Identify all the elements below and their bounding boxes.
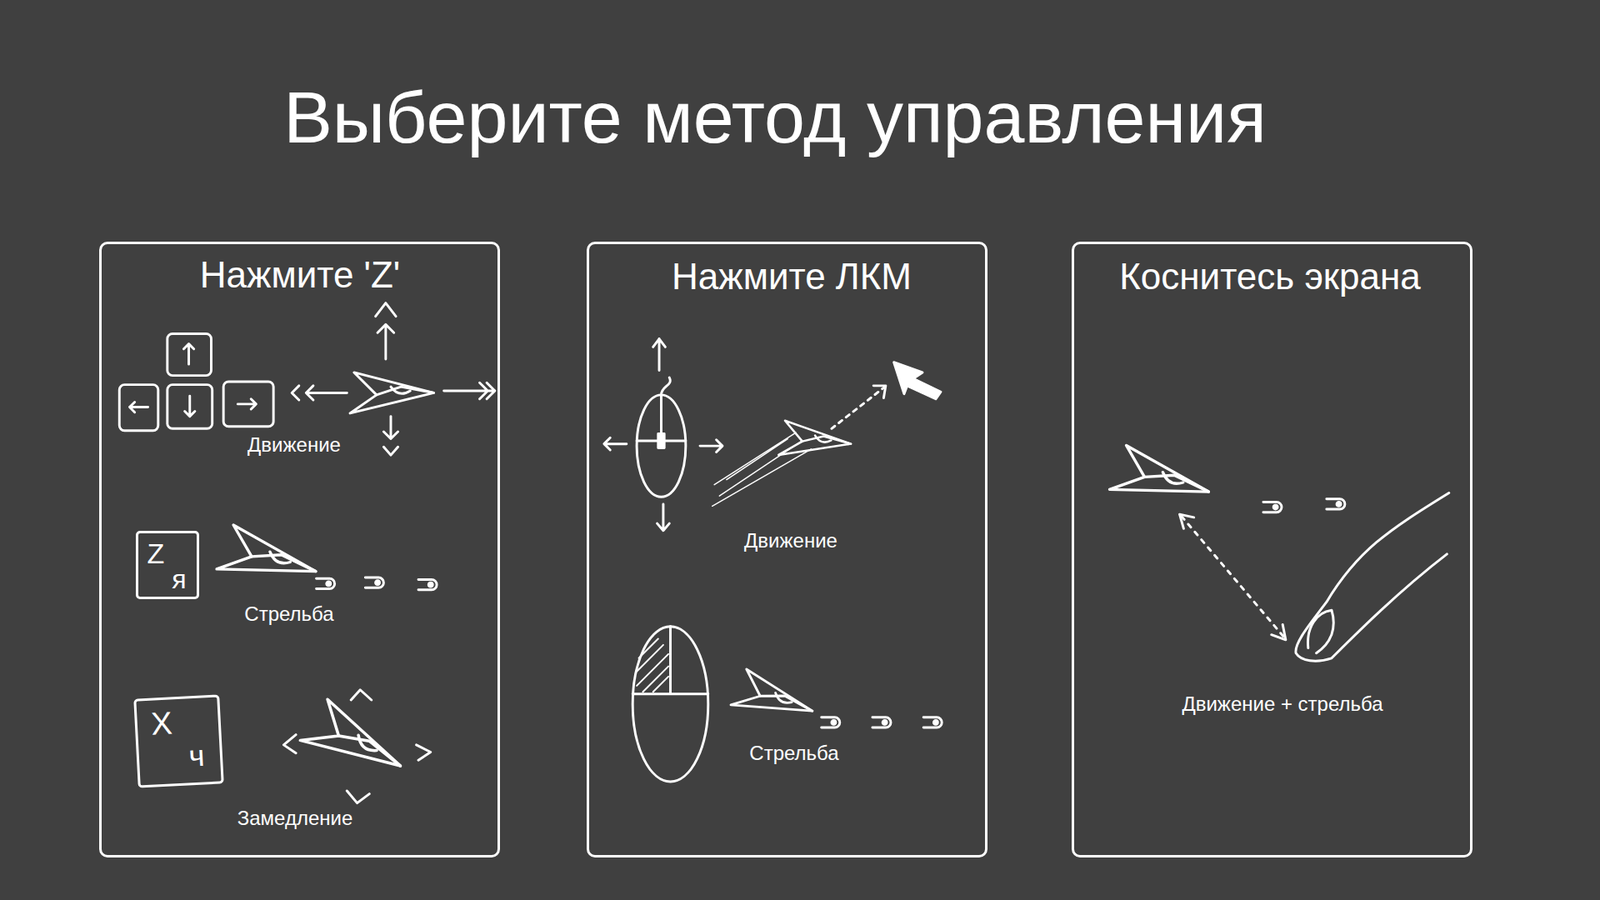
caption: Движение [744, 529, 838, 553]
ship-sketch [1110, 444, 1215, 515]
caption: Движение [247, 433, 341, 457]
slow-chevrons [283, 690, 430, 804]
move-arrow [291, 385, 347, 400]
button-hatch [636, 639, 669, 693]
ship-sketch [216, 524, 322, 595]
arrow-key [223, 381, 274, 427]
key-arrow [130, 401, 149, 412]
key-cap: Zя [135, 530, 200, 600]
mouse-sketch [636, 377, 686, 441]
bullet [316, 578, 335, 589]
arrow-key [167, 333, 212, 375]
page-title: Выберите метод управления [283, 75, 1267, 160]
key-arrow [237, 399, 256, 410]
ship-sketch [350, 372, 434, 414]
key-arrow [183, 344, 194, 365]
panel-heading: Z [147, 537, 165, 570]
control-panel: Нажмите ЛКМ ДвижениеСтрельба [586, 241, 988, 858]
mouse-wheel [658, 433, 665, 448]
finger-sketch [1295, 492, 1450, 661]
bullet [418, 580, 437, 590]
move-arrow [700, 440, 723, 453]
move-arrow [375, 303, 396, 360]
panel-heading: Нажмите 'Z' [200, 254, 401, 297]
arrow-key [119, 385, 159, 431]
touch-heads [1180, 514, 1286, 640]
caption: Стрельба [749, 741, 839, 765]
caption: ч [187, 738, 205, 774]
move-arrow [604, 437, 627, 450]
caption: Замедление [237, 806, 354, 830]
bullet [365, 577, 384, 588]
move-arrow [657, 504, 670, 531]
panel-heading: Нажмите ЛКМ [671, 255, 912, 299]
bullet [821, 717, 840, 728]
control-panel: Коснитесь экранаДвижение + стрельба [1071, 241, 1473, 858]
caption: Стрельба [244, 602, 334, 626]
bullet [1263, 501, 1282, 512]
key-cap: Xч [133, 694, 224, 788]
mouse-sketch [632, 626, 709, 695]
aim-head [873, 385, 886, 399]
key-arrow [185, 395, 195, 416]
mouse-sketch [632, 626, 709, 782]
caption: Движение + стрельба [1181, 692, 1383, 716]
move-arrow [653, 339, 666, 371]
bullet [923, 717, 942, 728]
arrow-key [167, 385, 213, 430]
aim-line [831, 387, 884, 429]
panel-heading: Коснитесь экрана [1119, 255, 1421, 299]
ship-sketch [300, 697, 412, 788]
caption: я [171, 564, 186, 595]
move-arrow [383, 416, 398, 456]
ship-sketch [730, 668, 819, 730]
touch-line [1181, 516, 1284, 637]
finger-nail [1307, 610, 1334, 653]
ship-sketch [778, 420, 853, 461]
bullet [872, 717, 891, 728]
control-panel: Нажмите 'Z' ДвижениеСтрельбаЗамедление ZяX… [99, 241, 500, 858]
cursor-sketch [894, 362, 941, 400]
panel-heading: X [150, 705, 174, 744]
move-arrow [444, 382, 495, 400]
bullet [1326, 499, 1345, 510]
